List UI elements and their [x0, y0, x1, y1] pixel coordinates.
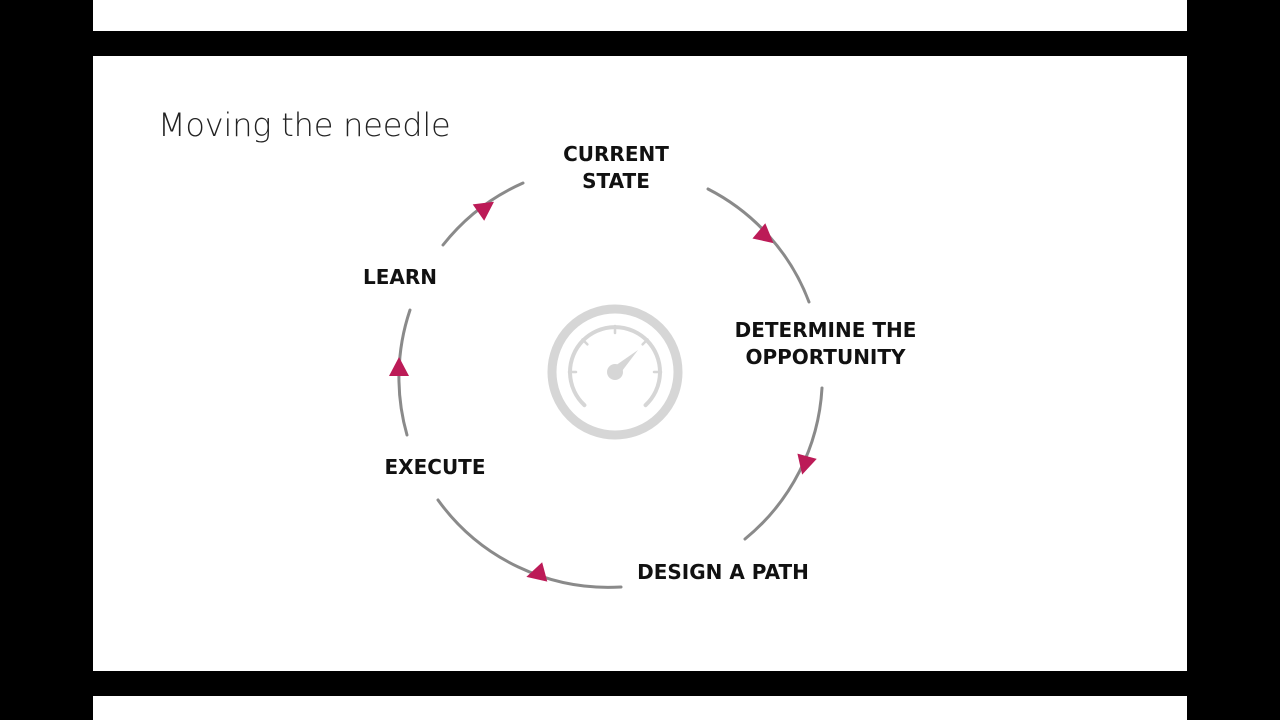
- cycle-arrows: [389, 201, 817, 582]
- arrow-icon: [472, 201, 495, 221]
- arrow-icon: [797, 453, 817, 475]
- arc-design-to-execute: [436, 498, 623, 589]
- step-label-current-state: CURRENT STATE: [563, 142, 669, 193]
- slide-title: Moving the needle: [158, 106, 451, 144]
- arrow-icon: [389, 357, 409, 376]
- next-slide-edge[interactable]: [93, 696, 1187, 720]
- step-label-design-a-path: DESIGN A PATH: [637, 560, 809, 584]
- cycle-ring: [397, 181, 824, 589]
- step-label-determine-the-opportunity: DETERMINE THE OPPORTUNITY: [734, 318, 917, 369]
- speedometer-icon: [547, 304, 683, 440]
- slide: Moving the needle: [93, 56, 1187, 671]
- cycle-diagram: [389, 181, 824, 589]
- arc-determine-to-design: [743, 386, 824, 541]
- arc-current-to-determine: [706, 187, 811, 304]
- arrow-icon: [526, 562, 548, 582]
- step-label-execute: EXECUTE: [384, 455, 486, 479]
- step-label-learn: LEARN: [362, 265, 438, 289]
- previous-slide-edge[interactable]: [93, 0, 1187, 31]
- arrow-icon: [752, 223, 774, 244]
